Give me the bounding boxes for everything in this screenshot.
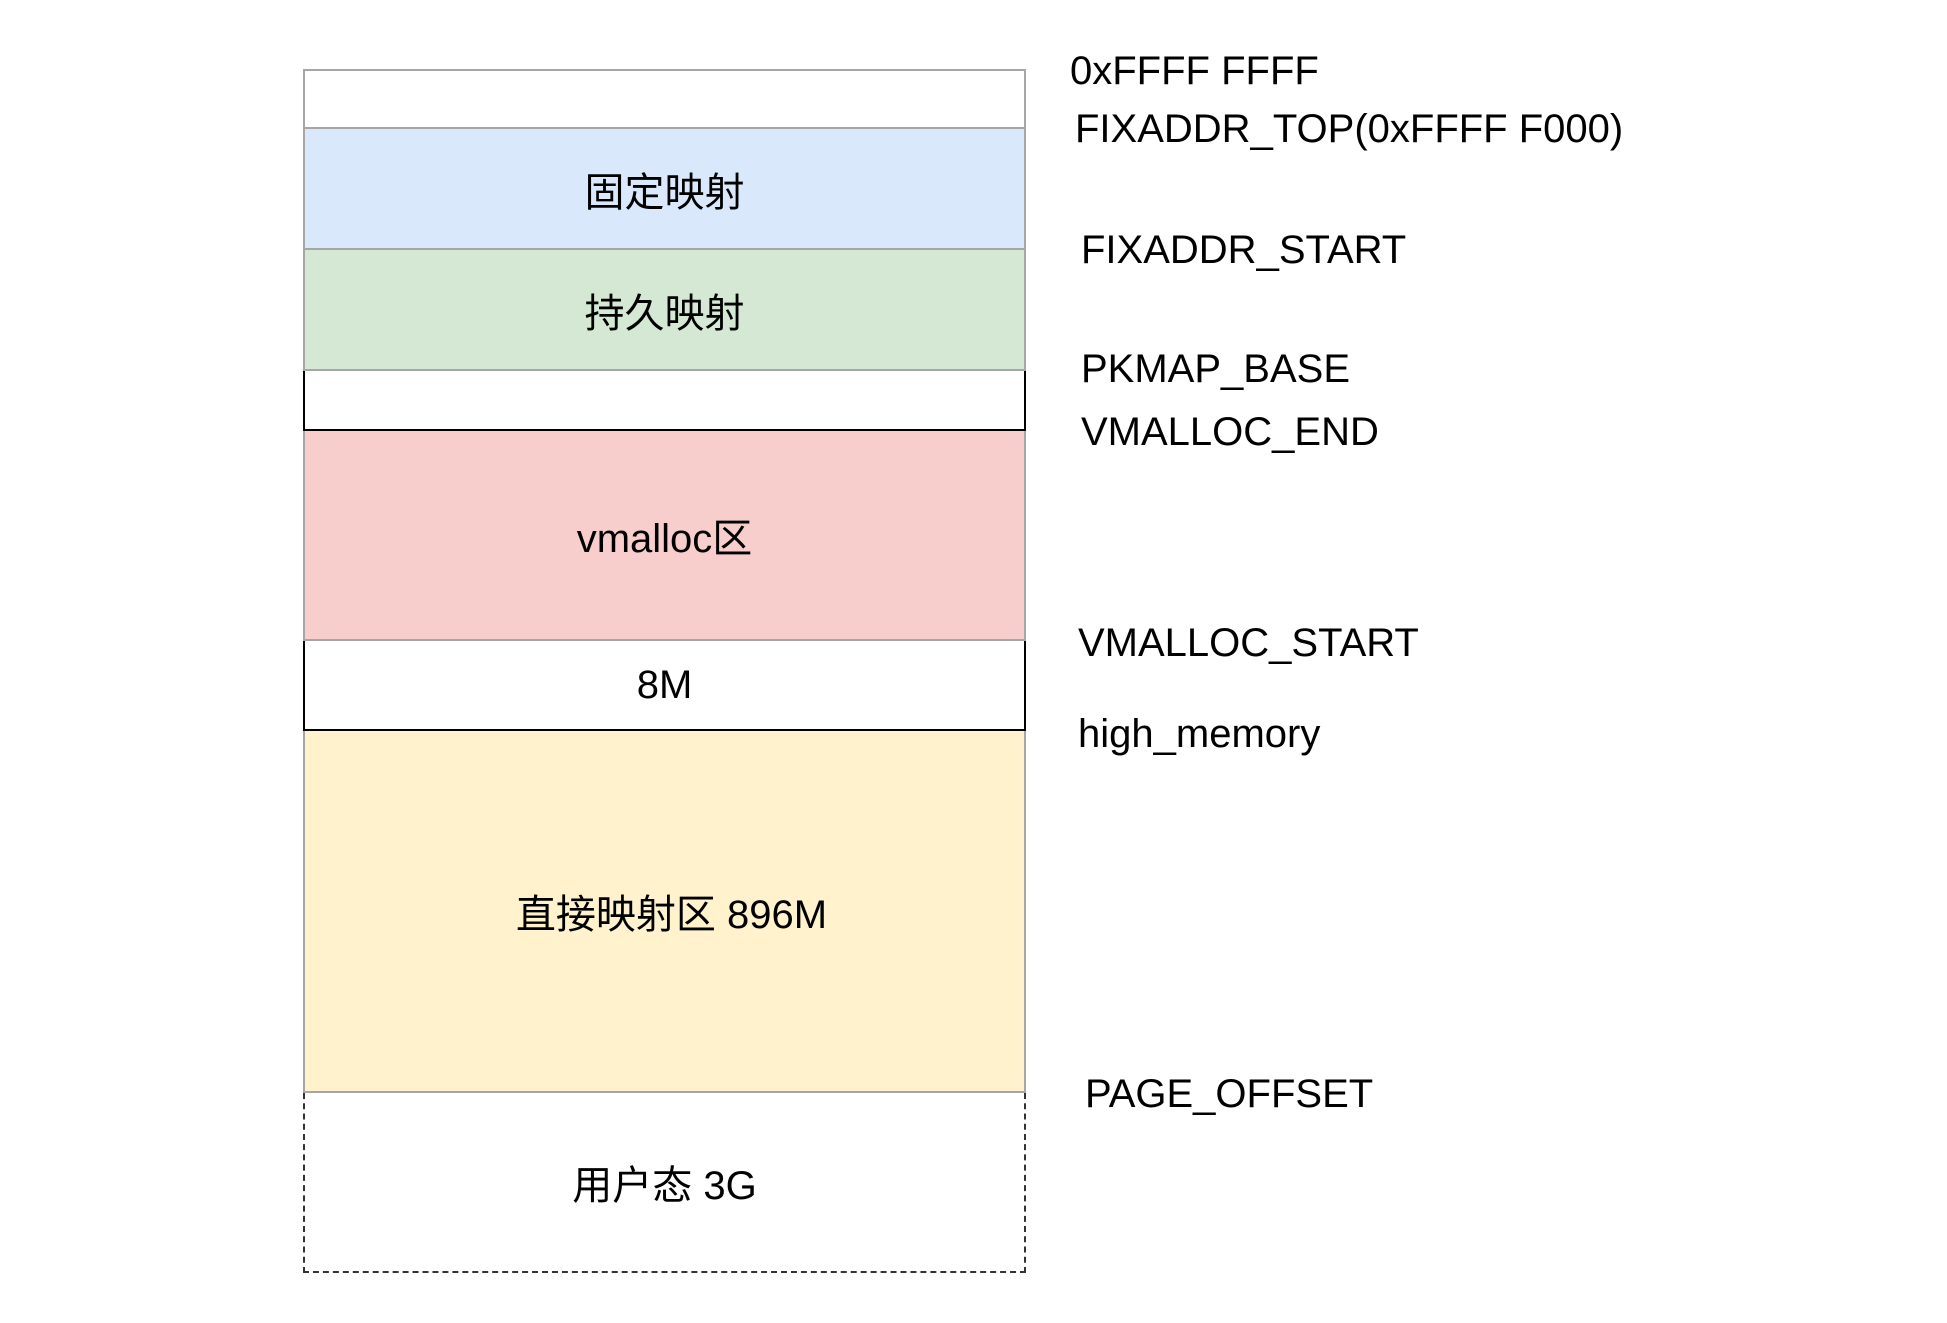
address-label-top: 0xFFFF FFFF	[1070, 49, 1319, 93]
address-label-pkmap-base: PKMAP_BASE	[1081, 347, 1351, 391]
memory-region-vmalloc: vmalloc区	[303, 431, 1026, 641]
address-label-page-offset: PAGE_OFFSET	[1085, 1072, 1374, 1116]
memory-region-label: 直接映射区 896M	[515, 893, 828, 937]
memory-region-top-gap	[303, 69, 1026, 129]
address-label-vmalloc-start: VMALLOC_START	[1078, 621, 1419, 665]
memory-region-fixmap: 固定映射	[303, 129, 1026, 250]
memory-region-guard-gap: 8M	[303, 641, 1026, 731]
memory-region-label: 8M	[636, 662, 693, 707]
address-label-fixaddr-start: FIXADDR_START	[1081, 228, 1407, 272]
memory-region-label: 固定映射	[584, 170, 745, 215]
memory-region-user-space: 用户态 3G	[303, 1093, 1026, 1273]
address-label-high-memory: high_memory	[1078, 712, 1321, 756]
memory-region-pkmap-gap	[303, 371, 1026, 431]
memory-region-label: vmalloc区	[576, 517, 753, 561]
memory-region-label: 持久映射	[584, 291, 745, 336]
memory-region-direct-map: 直接映射区 896M	[303, 731, 1026, 1093]
address-label-vmalloc-end: VMALLOC_END	[1081, 410, 1379, 454]
address-label-fixaddr-top: FIXADDR_TOP(0xFFFF F000)	[1075, 107, 1624, 151]
memory-region-label: 用户态 3G	[572, 1164, 757, 1208]
memory-region-pkmap: 持久映射	[303, 250, 1026, 371]
